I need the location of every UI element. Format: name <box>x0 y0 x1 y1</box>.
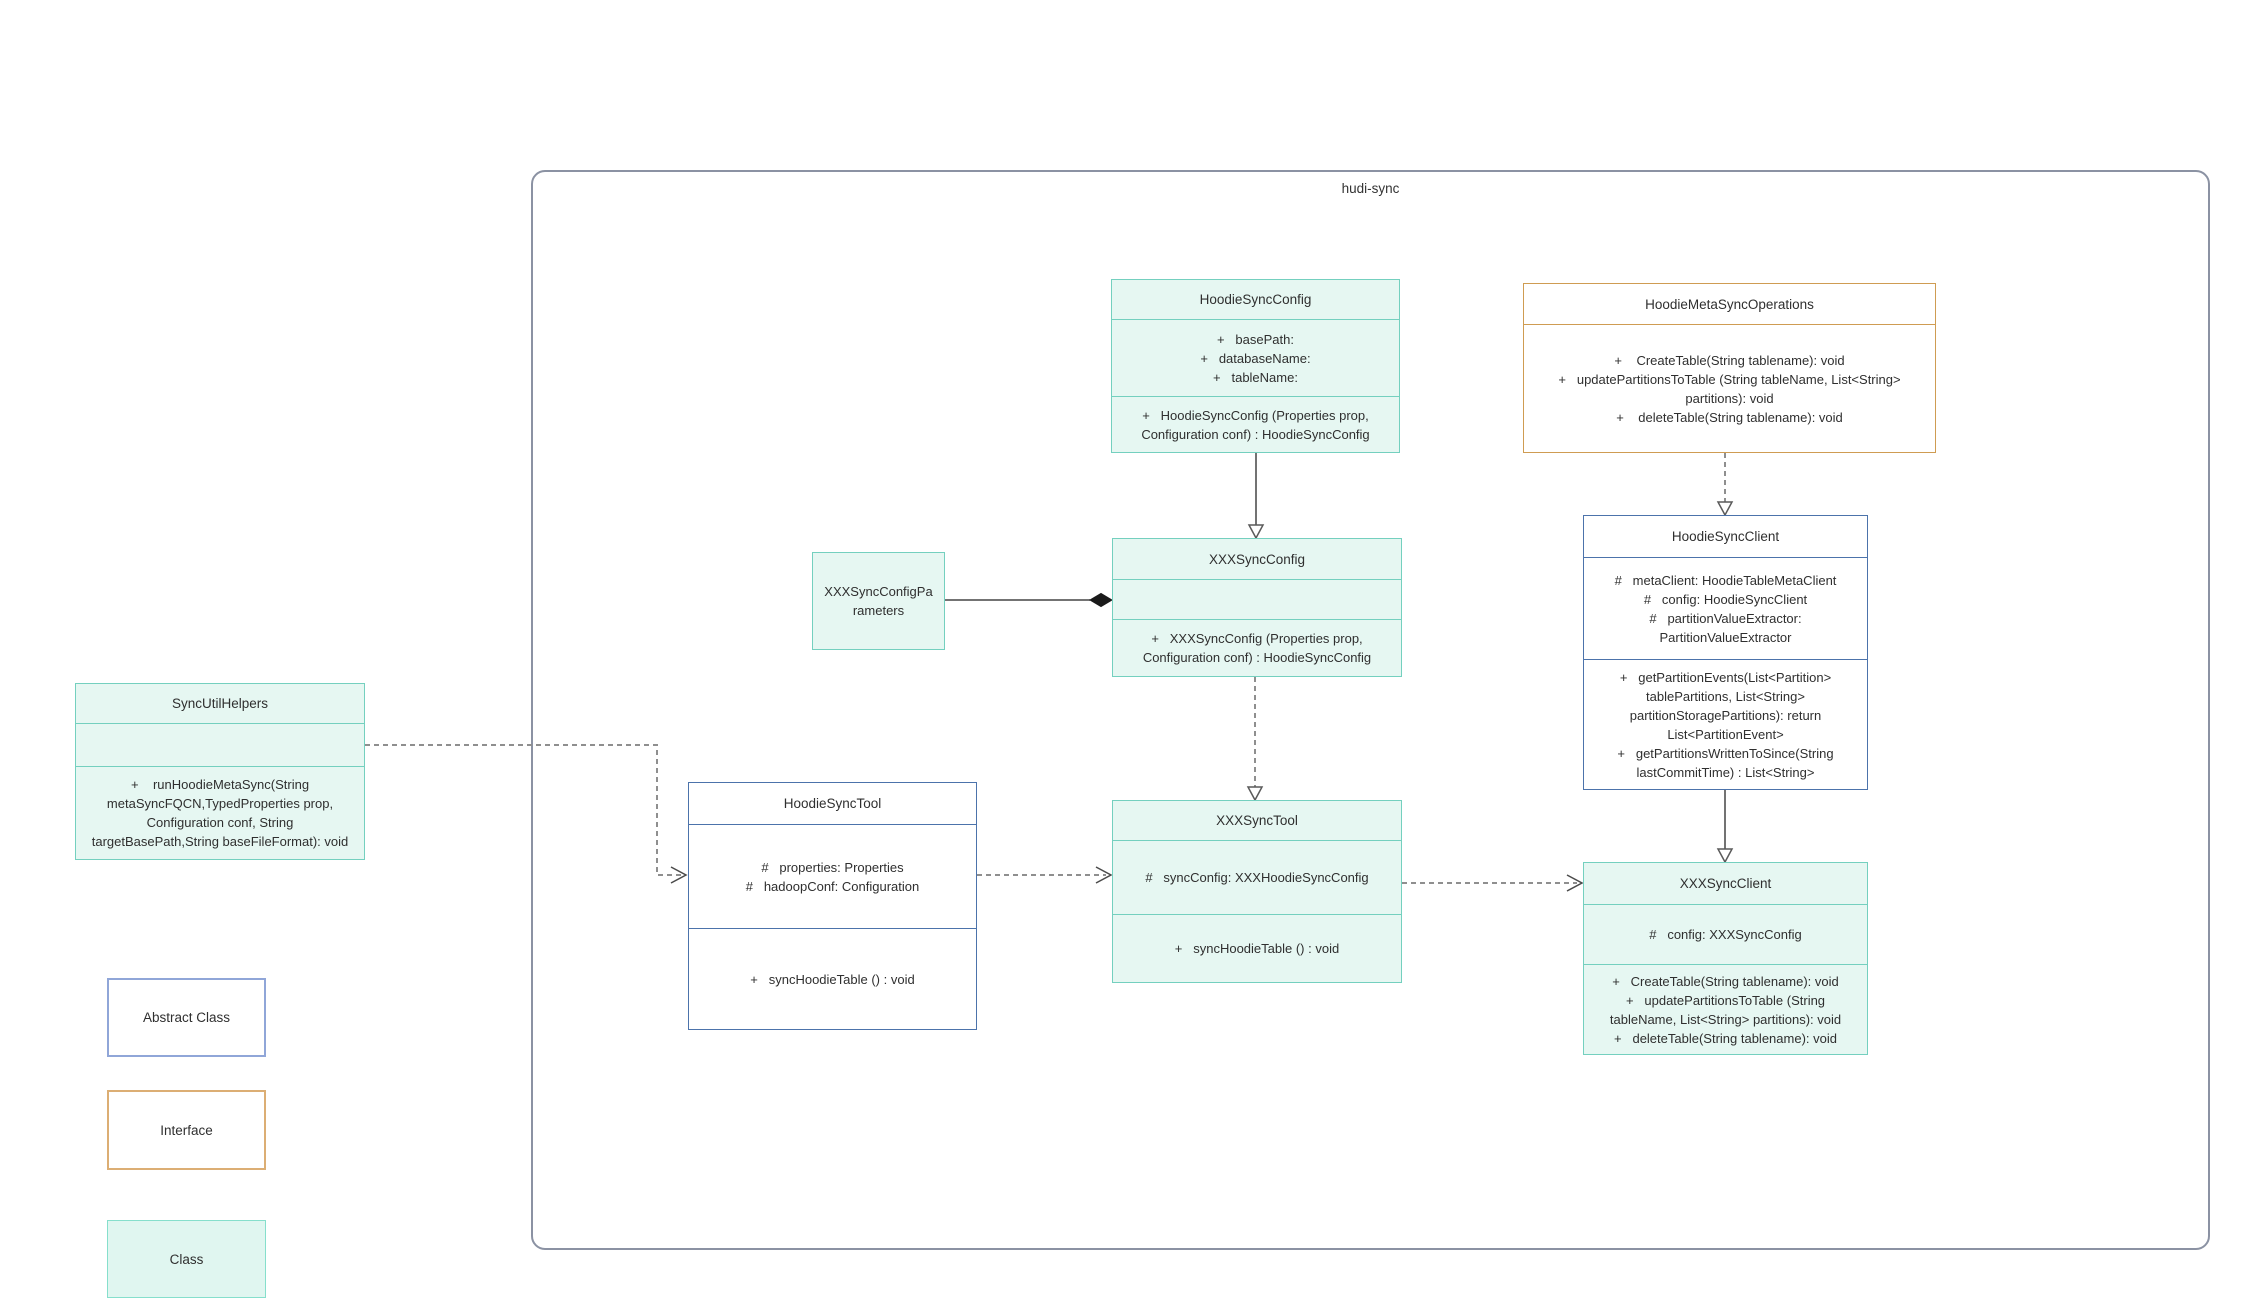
hudi-sync-frame[interactable] <box>531 170 2210 1250</box>
class-box-xxxsyncclient[interactable]: XXXSyncClient # config: XXXSyncConfig + … <box>1583 862 1868 1055</box>
attribute-line: # metaClient: HoodieTableMetaClient <box>1614 572 1837 588</box>
class-title: XXXSyncConfigParameters <box>824 584 933 618</box>
class-box-hoodiesyncconfig[interactable]: HoodieSyncConfig + basePath: + databaseN… <box>1111 279 1400 453</box>
legend-class[interactable]: Class <box>107 1220 266 1298</box>
attribute-line: + databaseName: <box>1200 350 1311 366</box>
class-title: XXXSyncConfig <box>1208 551 1306 567</box>
method-line: + HoodieSyncConfig (Properties prop, Con… <box>1141 407 1373 442</box>
abstract-class-box-hoodiesynctool[interactable]: HoodieSyncTool # properties: Properties … <box>688 782 977 1030</box>
legend-abstract-class[interactable]: Abstract Class <box>107 978 266 1057</box>
attribute-line: # syncConfig: XXXHoodieSyncConfig <box>1145 870 1369 885</box>
connector-composition-xxxsyncconfigparameters-xxxsyncconfig[interactable] <box>945 592 1113 608</box>
empty-attributes-compartment <box>1113 579 1401 619</box>
class-box-syncutilhelpers[interactable]: SyncUtilHelpers + runHoodieMetaSync(Stri… <box>75 683 365 860</box>
attribute-line: + basePath: <box>1217 331 1294 347</box>
attribute-line: # hadoopConf: Configuration <box>745 878 920 894</box>
connector-realization-hoodiemetasyncoperations-hoodiesyncclient[interactable] <box>1716 453 1734 517</box>
method-line: + CreateTable(String tablename): void <box>1614 352 1845 368</box>
connector-generalization-hoodiesyncclient-xxxsyncclient[interactable] <box>1716 790 1734 864</box>
connector-realization-xxxsyncconfig-xxxsynctool[interactable] <box>1246 677 1264 802</box>
class-box-xxxsynctool[interactable]: XXXSyncTool # syncConfig: XXXHoodieSyncC… <box>1112 800 1402 983</box>
attribute-line: + tableName: <box>1213 369 1298 385</box>
method-line: + runHoodieMetaSync(String metaSyncFQCN,… <box>91 777 349 849</box>
method-line: + deleteTable(String tablename): void <box>1614 1030 1837 1046</box>
abstract-class-box-hoodiesyncclient[interactable]: HoodieSyncClient # metaClient: HoodieTab… <box>1583 515 1868 790</box>
attribute-line: # config: HoodieSyncClient <box>1643 591 1808 607</box>
class-title: HoodieSyncClient <box>1671 529 1780 544</box>
interface-box-hoodiemetasyncoperations[interactable]: HoodieMetaSyncOperations + CreateTable(S… <box>1523 283 1936 453</box>
empty-attributes-compartment <box>76 723 364 766</box>
legend-class-label: Class <box>169 1251 204 1267</box>
method-line: + XXXSyncConfig (Properties prop, Config… <box>1142 631 1372 665</box>
class-title: SyncUtilHelpers <box>171 696 269 711</box>
class-box-xxxsyncconfigparameters[interactable]: XXXSyncConfigParameters <box>812 552 945 650</box>
connector-dependency-xxxsynctool-xxxsyncclient[interactable] <box>1402 874 1584 892</box>
legend-interface[interactable]: Interface <box>107 1090 266 1170</box>
class-title: XXXSyncTool <box>1216 813 1298 828</box>
method-line: + getPartitionEvents(List<Partition> tab… <box>1619 669 1835 742</box>
method-line: + getPartitionsWrittenToSince(String las… <box>1617 745 1838 780</box>
class-title: XXXSyncClient <box>1679 876 1772 891</box>
interface-title: HoodieMetaSyncOperations <box>1645 296 1814 312</box>
attribute-line: # config: XXXSyncConfig <box>1649 927 1802 942</box>
attribute-line: # properties: Properties <box>761 859 904 875</box>
class-title: HoodieSyncConfig <box>1199 292 1312 307</box>
class-title: HoodieSyncTool <box>783 796 882 811</box>
method-line: + syncHoodieTable () : void <box>750 971 915 987</box>
legend-interface-label: Interface <box>160 1122 213 1138</box>
method-line: + updatePartitionsToTable (String tableN… <box>1609 992 1842 1027</box>
method-line: + deleteTable(String tablename): void <box>1616 409 1843 425</box>
attribute-line: # partitionValueExtractor: PartitionValu… <box>1649 610 1806 645</box>
hudi-sync-frame-label: hudi-sync <box>1341 181 1400 196</box>
method-line: + syncHoodieTable () : void <box>1174 941 1340 956</box>
connector-dependency-hoodiesynctool-xxxsynctool[interactable] <box>977 866 1113 884</box>
method-line: + CreateTable(String tablename): void <box>1612 973 1839 989</box>
connector-dependency-syncutilhelpers-hoodiesynctool[interactable] <box>365 744 688 884</box>
connector-generalization-hoodiesyncconfig-xxxsyncconfig[interactable] <box>1247 453 1265 540</box>
method-line: + updatePartitionsToTable (String tableN… <box>1558 371 1905 406</box>
class-box-xxxsyncconfig[interactable]: XXXSyncConfig + XXXSyncConfig (Propertie… <box>1112 538 1402 677</box>
legend-abstract-class-label: Abstract Class <box>142 1010 231 1025</box>
